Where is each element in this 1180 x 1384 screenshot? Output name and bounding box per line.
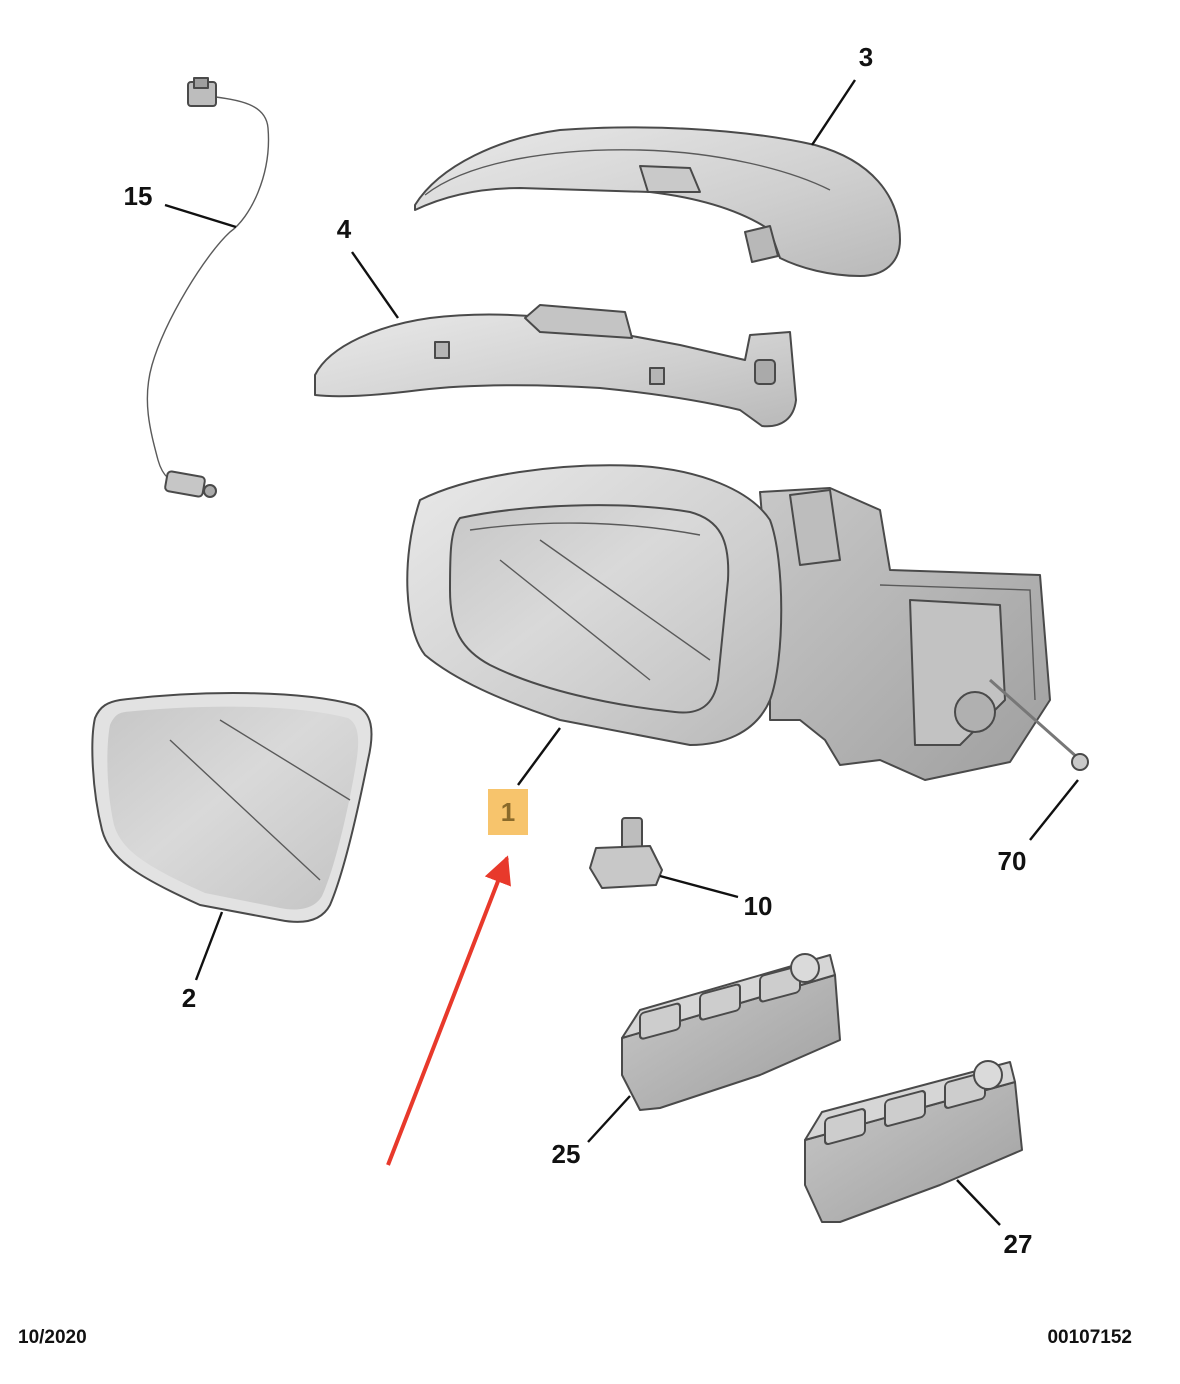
callout-25: 25 — [552, 1139, 581, 1169]
leader-lines — [164, 79, 1079, 1226]
mirror-glass-part-2 — [91, 692, 373, 923]
callout-70: 70 — [998, 846, 1027, 876]
callout-1: 1 — [501, 797, 515, 827]
leader-2 — [194, 911, 224, 981]
callout-27: 27 — [1004, 1229, 1033, 1259]
footer-reference: 00107152 — [1047, 1327, 1132, 1348]
callout-3: 3 — [859, 42, 873, 72]
leader-1 — [517, 727, 561, 786]
highlight-arrow — [386, 855, 511, 1166]
mirror-assembly-part-1 — [406, 464, 1051, 781]
leader-10 — [659, 874, 739, 899]
indicator-bracket-part-4 — [314, 304, 797, 428]
leader-3 — [810, 79, 857, 146]
callout-15: 15 — [124, 181, 153, 211]
leader-15 — [164, 203, 237, 229]
mirror-cover-cap-part-3 — [414, 126, 901, 277]
callout-1-highlight — [488, 789, 528, 835]
screw-part-70 — [989, 678, 1089, 771]
callout-2: 2 — [182, 983, 196, 1013]
connector-part-10 — [589, 817, 663, 889]
window-switch-part-27 — [804, 1060, 1023, 1223]
leader-70 — [1029, 779, 1079, 841]
callout-4: 4 — [337, 214, 352, 244]
footer-date: 10/2020 — [18, 1327, 87, 1348]
window-switch-part-25 — [621, 953, 841, 1111]
callout-10: 10 — [744, 891, 773, 921]
leader-4 — [351, 251, 399, 319]
wiring-harness-part-15 — [146, 77, 270, 498]
leader-25 — [587, 1095, 631, 1143]
leader-27 — [956, 1179, 1001, 1226]
